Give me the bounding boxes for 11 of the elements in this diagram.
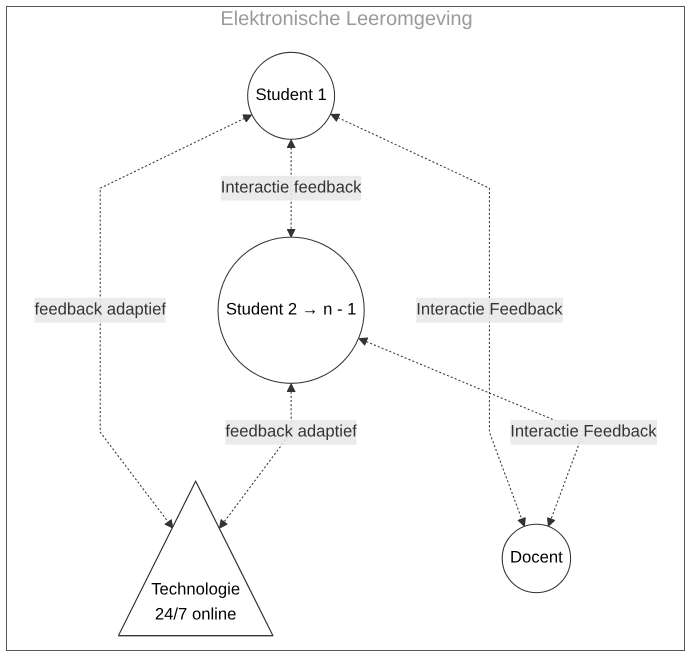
arrow <box>330 114 526 527</box>
node-circle: Student 2 → n - 1 <box>218 236 365 384</box>
diagram-title: Elektronische Leeromgeving <box>220 8 473 30</box>
node-circle: Docent <box>502 524 572 594</box>
edge-label: feedback adaptief <box>225 422 357 441</box>
edge-label: Interactie feedback <box>220 178 362 197</box>
edge-label: Interactie Feedback <box>416 300 563 319</box>
edge-label: feedback adaptief <box>34 300 166 319</box>
edge-label: Interactie Feedback <box>510 422 657 441</box>
arrow <box>100 114 252 529</box>
node-circle: Student 1 <box>247 52 336 140</box>
